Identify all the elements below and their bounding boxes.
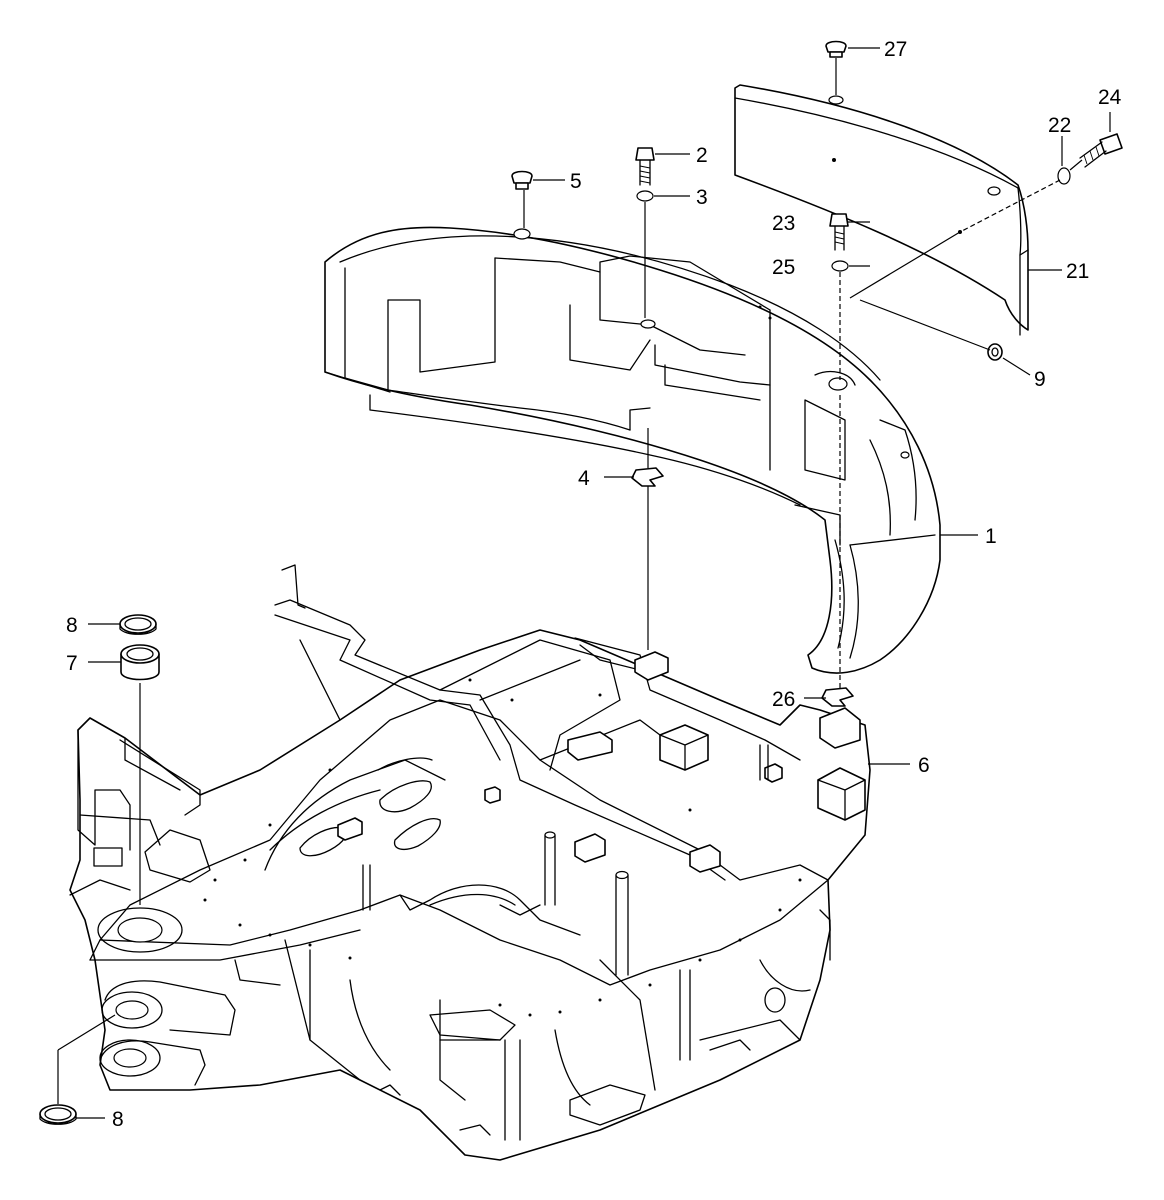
callout-2: 2 (696, 144, 708, 167)
callout-26: 26 (772, 688, 795, 711)
callout-27: 27 (884, 38, 907, 61)
callout-9: 9 (1034, 368, 1046, 391)
callout-3: 3 (696, 186, 708, 209)
callout-6: 6 (918, 754, 930, 777)
bushing-7 (120, 644, 160, 681)
leader-lines (57, 47, 1111, 1119)
callout-5: 5 (570, 170, 582, 193)
callout-4: 4 (578, 467, 590, 490)
washer-22 (1057, 167, 1071, 185)
callout-8-lower: 8 (112, 1108, 124, 1131)
side-weight (734, 84, 1029, 336)
bolt-24 (1079, 133, 1123, 168)
callout-23: 23 (772, 212, 795, 235)
plug-5 (511, 170, 533, 190)
callout-21: 21 (1066, 260, 1089, 283)
callout-7: 7 (66, 652, 78, 675)
callout-22: 22 (1048, 114, 1071, 137)
callout-1: 1 (985, 525, 997, 548)
washer-25 (831, 260, 849, 272)
upper-frame (69, 564, 871, 1161)
ring-8-lower (39, 1104, 77, 1125)
callout-8-upper: 8 (66, 614, 78, 637)
callout-24: 24 (1098, 86, 1122, 109)
washer-3 (636, 190, 654, 202)
plug-27 (825, 40, 847, 58)
counterweight (324, 226, 941, 674)
callout-labels: 1 2 3 4 5 6 7 8 8 9 21 22 23 24 25 26 27 (66, 38, 1122, 1131)
bolt-2 (635, 147, 655, 186)
ring-8-upper (119, 614, 157, 635)
clip-26 (821, 687, 854, 707)
clip-4 (631, 467, 664, 487)
callout-25: 25 (772, 256, 795, 279)
plug-9 (987, 343, 1003, 361)
bolt-23 (829, 213, 849, 251)
